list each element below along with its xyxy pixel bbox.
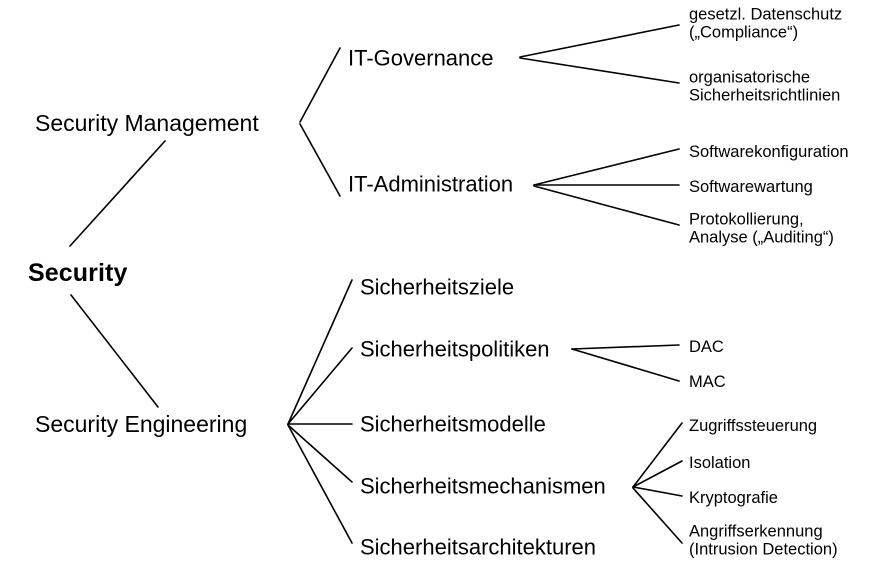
edge-itadm-softwarekonfiguration: [533, 148, 680, 186]
node-sicherheitsmodelle: Sicherheitsmodelle: [360, 411, 546, 437]
node-mac: MAC: [689, 372, 726, 391]
node-security-engineering: Security Engineering: [35, 411, 248, 438]
edge-se-sicherheitspolitiken: [287, 347, 353, 425]
node-it-administration: IT-Administration: [348, 171, 514, 197]
edge-sm-it-governance: [299, 47, 341, 123]
node-organisatorische-sicherheitsrichtlinien: organisatorische Sicherheitsrichtlinien: [689, 68, 841, 105]
node-it-governance: IT-Governance: [348, 45, 494, 71]
edge-itgov-gesetzl-datenschutz: [519, 24, 680, 58]
edge-mechanismen-isolation: [632, 460, 683, 488]
node-sicherheitsmechanismen: Sicherheitsmechanismen: [360, 473, 606, 499]
edge-politiken-dac: [571, 344, 680, 350]
node-sicherheitsarchitekturen: Sicherheitsarchitekturen: [360, 534, 597, 560]
node-dac: DAC: [689, 337, 724, 356]
node-gesetzl-datenschutz: gesetzl. Datenschutz („Compliance“): [689, 5, 843, 42]
edge-root-security-engineering: [70, 294, 159, 408]
edge-se-sicherheitsarchitekturen: [287, 424, 353, 544]
node-softwarekonfiguration: Softwarekonfiguration: [689, 142, 849, 161]
edge-mechanismen-zugriffssteuerung: [632, 422, 683, 488]
edge-itgov-organisatorische-richtlinien: [519, 57, 680, 84]
edge-group: [69, 24, 683, 544]
edge-se-sicherheitsziele: [287, 279, 353, 425]
edge-se-sicherheitsmechanismen: [287, 424, 353, 483]
node-security-management: Security Management: [35, 110, 259, 137]
node-sicherheitspolitiken: Sicherheitspolitiken: [360, 336, 550, 362]
node-softwarewartung: Softwarewartung: [689, 177, 813, 196]
node-sicherheitsziele: Sicherheitsziele: [360, 274, 515, 300]
edge-sm-it-administration: [299, 123, 341, 197]
node-security-root: Security: [28, 259, 128, 287]
edge-itadm-protokollierung: [533, 185, 680, 226]
node-isolation: Isolation: [689, 453, 751, 472]
node-protokollierung-analyse: Protokollierung, Analyse („Auditing“): [689, 210, 834, 247]
edge-mechanismen-angriffserkennung: [632, 487, 683, 544]
node-kryptografie: Kryptografie: [689, 488, 778, 507]
edge-mechanismen-kryptografie: [632, 486, 683, 497]
node-zugriffssteuerung: Zugriffssteuerung: [689, 416, 818, 435]
edge-root-security-management: [69, 140, 166, 247]
edge-politiken-mac: [571, 348, 680, 382]
node-angriffserkennung-intrusion-detection: Angriffserkennung (Intrusion Detection): [689, 522, 838, 559]
